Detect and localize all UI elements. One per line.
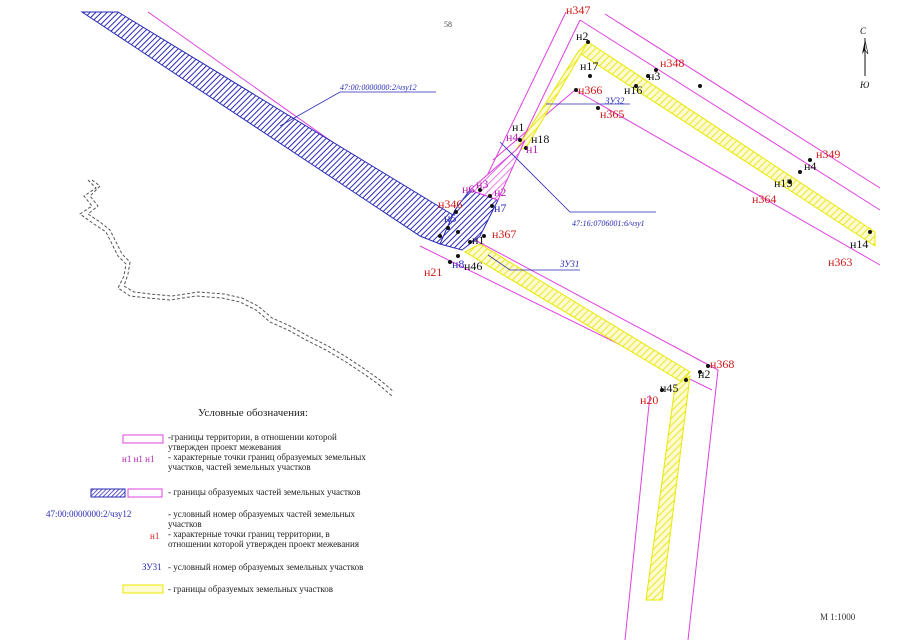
label-chzu1: 47:16:0706001:6/чзу1 <box>572 219 645 228</box>
label-n4b: н4 <box>804 159 816 173</box>
label-n20: н20 <box>640 393 658 407</box>
territory-line <box>604 13 881 189</box>
legend-sample-territory-point: н1 <box>150 531 160 541</box>
label-n348: н348 <box>660 56 684 70</box>
legend-symbol-parts <box>90 488 163 498</box>
label-n346: н346 <box>438 197 462 211</box>
label-n2b: н2 <box>494 185 506 199</box>
label-n367: н367 <box>492 227 516 241</box>
label-n2c: н2 <box>698 367 710 381</box>
label-top-cut: н347 <box>566 3 590 17</box>
label-zu32: ЗУ32 <box>605 96 625 106</box>
label-n21: н21 <box>424 265 442 279</box>
label-n1c: н1 <box>472 233 484 247</box>
legend-item-text: - границы образуемых частей земельных уч… <box>168 487 361 497</box>
label-n46: н46 <box>464 259 482 273</box>
land-plots <box>463 41 876 601</box>
legend-item-text: - условный номер образуемых земельных уч… <box>168 562 364 572</box>
plot-strip <box>577 41 876 247</box>
map-scale: M 1:1000 <box>820 612 856 622</box>
legend-item-text: - условный номер образуемых частей земел… <box>168 509 356 529</box>
territory-line <box>687 369 719 640</box>
north-arrow: С Ю <box>855 24 875 94</box>
territory-line <box>459 231 719 371</box>
land-part-zones <box>80 11 526 251</box>
label-chzu12: 47:00:0000000:2/чзу12 <box>340 83 417 92</box>
svg-text:С: С <box>860 26 867 36</box>
legend-sample-points: н1 н1 н1 <box>122 454 155 464</box>
boundary-points <box>438 40 872 392</box>
territory-line <box>579 19 881 211</box>
label-n15: н15 <box>774 176 792 190</box>
label-n366: н366 <box>578 83 602 97</box>
label-n14: н14 <box>850 237 868 251</box>
legend-item-text: -границы территории, в отношении которой… <box>168 432 337 452</box>
legend-item-text: - характерные точки границ территории, в… <box>168 529 359 549</box>
legend: Условные обозначения: -границы территори… <box>0 400 420 600</box>
label-n2-top: н2 <box>576 29 588 43</box>
svg-text:Ю: Ю <box>859 80 870 90</box>
label-n368: н368 <box>710 357 734 371</box>
label-n6: н6 <box>462 182 474 196</box>
label-n4a: н4 <box>506 130 518 144</box>
legend-sample-plot-number: ЗУ31 <box>142 562 162 572</box>
page-number: 58 <box>444 20 452 29</box>
legend-item-text: - границы образуемых земельных участков <box>168 584 334 594</box>
callouts <box>279 91 656 271</box>
label-n363: н363 <box>828 255 852 269</box>
legend-item-text: - характерные точки границ образуемых зе… <box>168 452 366 472</box>
label-n1a: н1 <box>512 120 524 134</box>
label-n364: н364 <box>752 192 776 206</box>
label-n3b: н3 <box>476 177 488 191</box>
label-n16: н16 <box>624 83 642 97</box>
label-n3: н3 <box>648 69 660 83</box>
territory-line <box>574 89 881 266</box>
legend-symbol-plots <box>122 584 164 594</box>
label-n365: н365 <box>600 107 624 121</box>
label-n1b: н1 <box>526 142 538 156</box>
label-n5: н5 <box>444 211 456 225</box>
part-strip-blue <box>80 11 459 245</box>
legend-title: Условные обозначения: <box>198 407 309 419</box>
legend-sample-part-number: 47:00:0000000:2/чзу12 <box>46 509 132 519</box>
hatched-feature <box>79 179 395 397</box>
label-n18: н18 <box>531 132 549 146</box>
label-n17: н17 <box>580 59 598 73</box>
territory-line <box>624 394 651 640</box>
legend-symbol-territory <box>122 434 164 444</box>
plot-strip <box>463 243 691 383</box>
label-n7: н7 <box>494 201 506 215</box>
label-n45: н45 <box>660 381 678 395</box>
label-n349: н349 <box>816 147 840 161</box>
label-zu31: ЗУ31 <box>560 259 579 269</box>
plot-strip <box>645 374 691 601</box>
label-n8: н8 <box>452 257 464 271</box>
